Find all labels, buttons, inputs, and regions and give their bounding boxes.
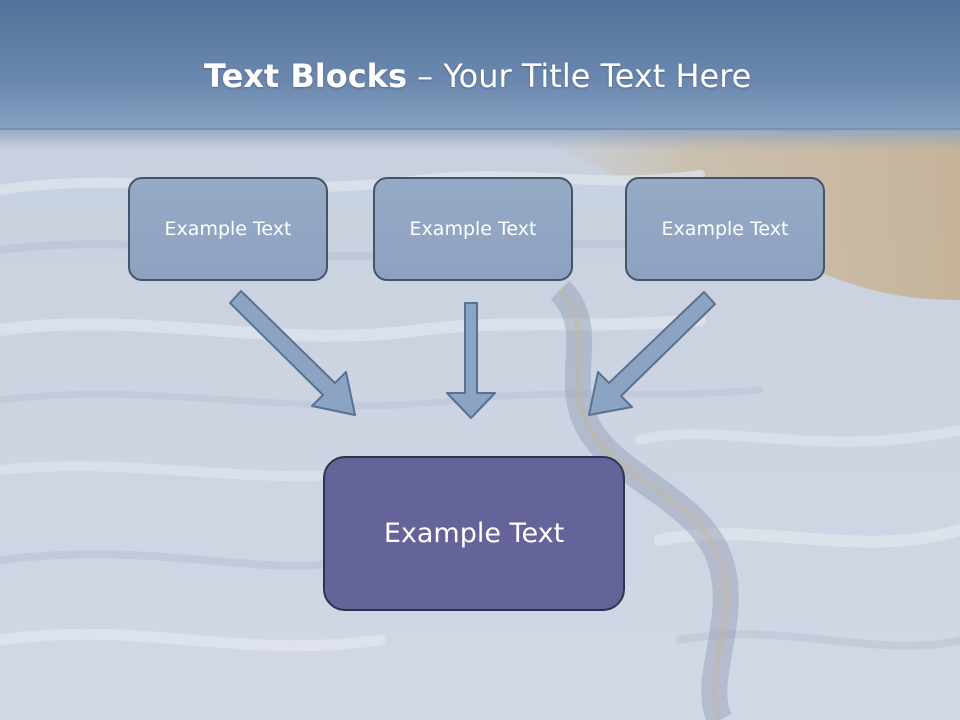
slide-title: Text Blocks – Your Title Text Here <box>204 54 751 98</box>
title-dash: – <box>417 57 434 95</box>
arrow-down-right <box>229 290 356 416</box>
text-block-2-label: Example Text <box>409 218 537 240</box>
text-block-1-label: Example Text <box>164 218 292 240</box>
main-text-block[interactable]: Example Text <box>323 456 625 611</box>
text-block-1[interactable]: Example Text <box>128 177 328 281</box>
arrow-down <box>446 302 496 419</box>
main-text-block-label: Example Text <box>383 518 565 549</box>
text-block-3-label: Example Text <box>661 218 789 240</box>
text-block-3[interactable]: Example Text <box>625 177 825 281</box>
text-block-2[interactable]: Example Text <box>373 177 573 281</box>
title-bold-part: Text Blocks <box>204 57 407 95</box>
title-rest: Your Title Text Here <box>443 57 752 95</box>
arrow-down-left <box>588 291 716 416</box>
